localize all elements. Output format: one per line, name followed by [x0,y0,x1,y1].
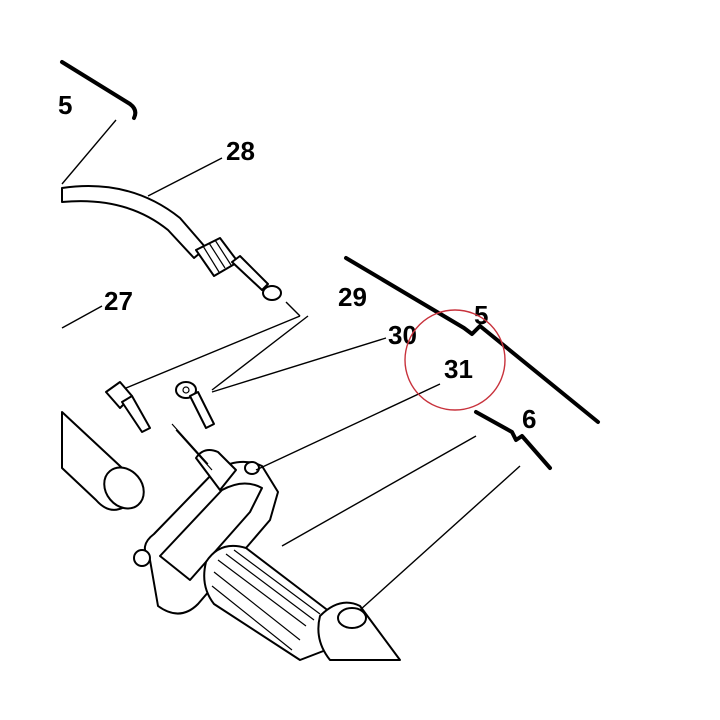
screw-30 [175,381,215,429]
hand-grip-6 [203,544,401,661]
highlight-circle [404,309,506,411]
bracket-group-5-mid [344,256,600,424]
throttle-cable-28 [61,185,282,301]
throttle-housing [133,423,279,615]
handlebar-tube-27 [61,411,145,511]
callout-6: 6 [522,404,536,434]
bracket-group-5-top [60,60,138,185]
callout-29: 29 [338,282,367,312]
callout-31: 31 [444,354,473,384]
callout-28: 28 [226,136,255,166]
callout-5-mid: 5 [474,300,488,330]
callout-27: 27 [104,286,133,316]
screw-29 [105,381,151,433]
callout-5-top: 5 [58,90,72,120]
callout-30: 30 [388,320,417,350]
bracket-group-6 [474,410,552,470]
